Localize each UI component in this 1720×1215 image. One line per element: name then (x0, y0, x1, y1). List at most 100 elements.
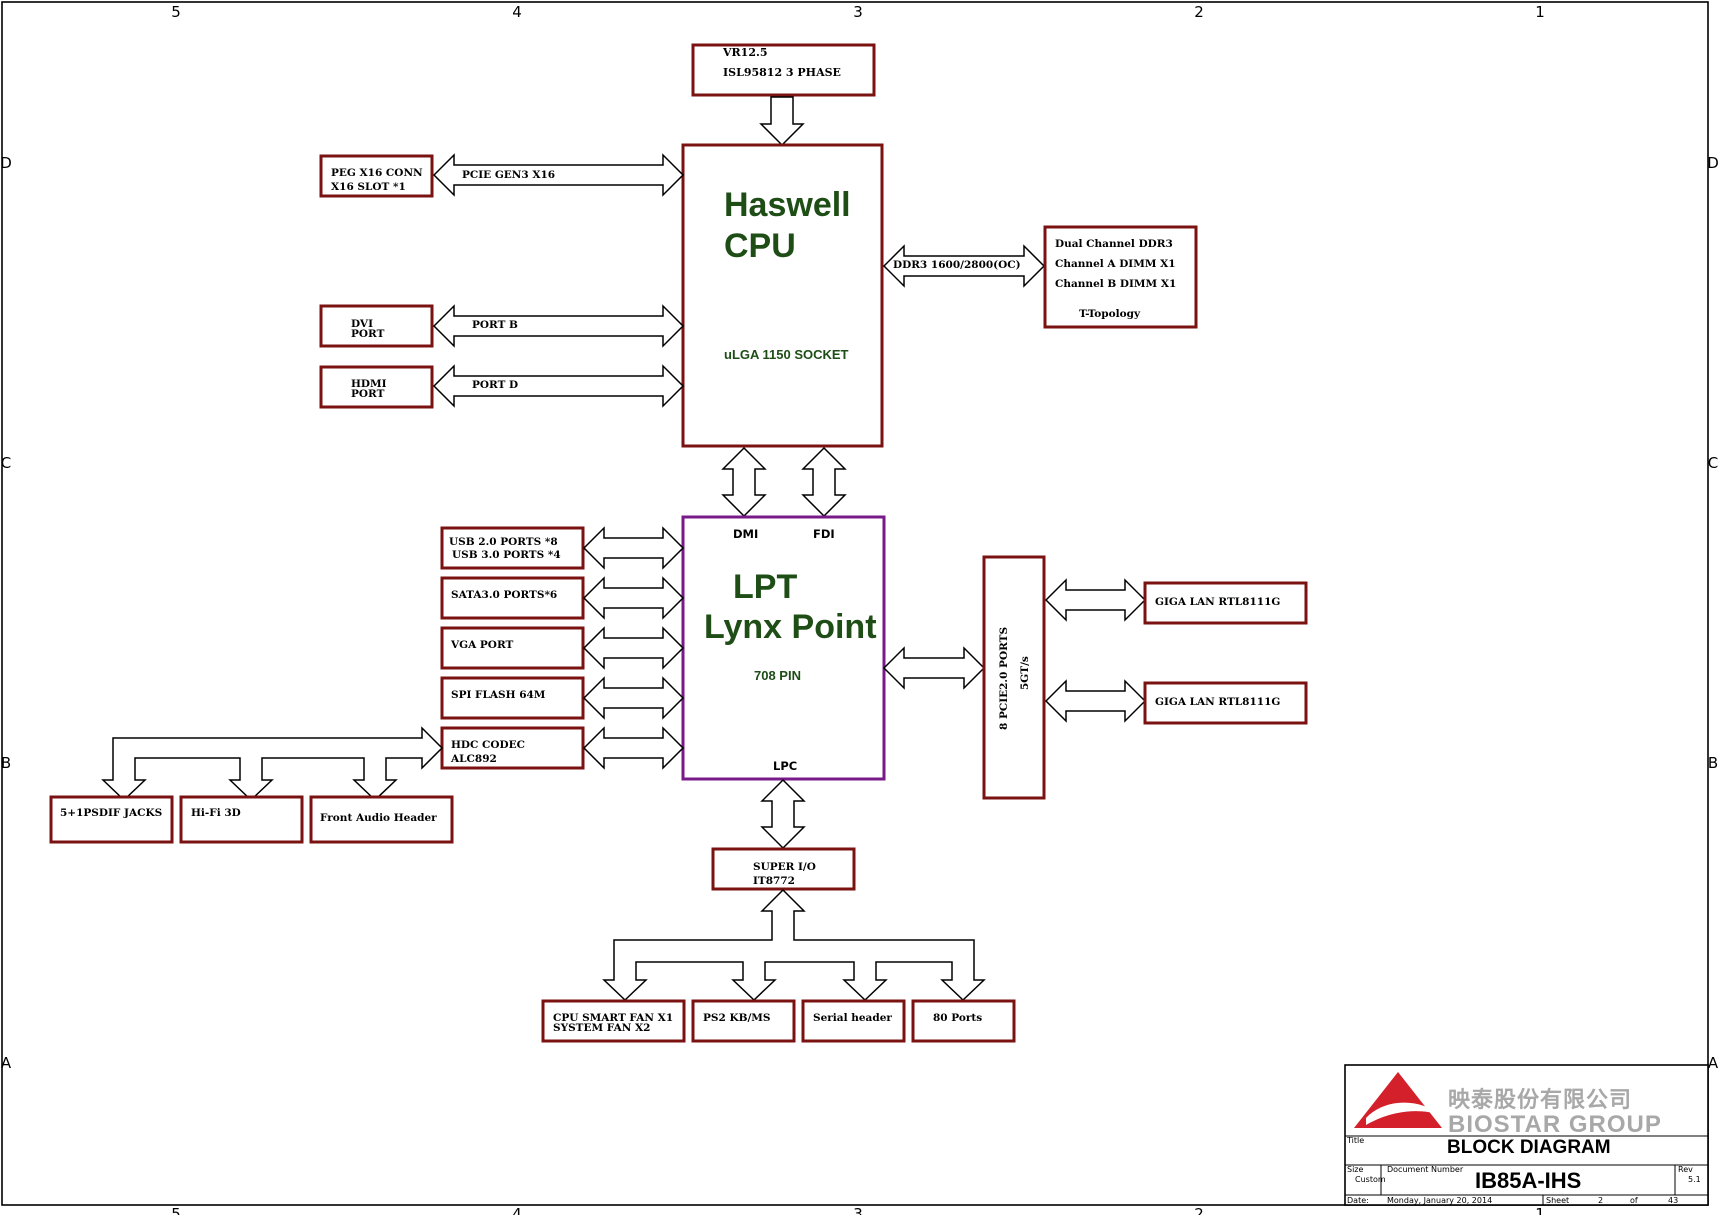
serial-box (801, 999, 906, 1043)
grid-col-1-top: 1 (1535, 3, 1545, 21)
sio-line1: SUPER I/O (753, 861, 816, 873)
logo-en: BIOSTAR GROUP (1448, 1111, 1662, 1138)
fdi-arrow (801, 446, 847, 518)
grid-row-a-left: A (1, 1054, 12, 1072)
grid-row-d-right: D (1707, 154, 1719, 172)
vr-line1: VR12.5 (722, 46, 767, 59)
hdc-pch-arrow (582, 726, 685, 770)
pch-box (681, 515, 886, 781)
sata-label: SATA3.0 PORTS*6 (451, 589, 557, 601)
title-label: Title (1346, 1136, 1364, 1145)
docnum-label: Document Number (1387, 1165, 1464, 1174)
peg-cpu-arrow (432, 153, 685, 197)
of-label: of (1630, 1196, 1638, 1205)
pcie-line1: 8 PCIE2.0 PORTS (998, 627, 1010, 730)
dvi-line2: PORT (351, 328, 385, 340)
hdmi-line2: PORT (351, 388, 385, 400)
size-value: Custom (1355, 1175, 1386, 1184)
peg-line2: X16 SLOT *1 (331, 181, 406, 193)
logo-cn: 映泰股份有限公司 (1448, 1087, 1632, 1113)
lpc-sio-arrow (760, 778, 806, 850)
hdmi-cpu-arrow (432, 364, 685, 408)
hifi-label: Hi-Fi 3D (191, 807, 241, 819)
grid-col-2-top: 2 (1194, 3, 1204, 21)
ddr-link-label: DDR3 1600/2800(OC) (893, 259, 1021, 271)
hdmi-link-label: PORT D (472, 379, 518, 391)
port80-box (911, 999, 1016, 1043)
fan-line1: CPU SMART FAN X1 (553, 1012, 673, 1024)
fan-line2: SYSTEM FAN X2 (553, 1022, 650, 1034)
size-label: Size (1347, 1165, 1364, 1174)
vr-box (691, 43, 876, 97)
grid-row-c-left: C (1, 454, 11, 472)
hdmi-box (319, 365, 434, 409)
date-value: Monday, January 20, 2014 (1387, 1196, 1492, 1205)
lan1-label: GIGA LAN RTL8111G (1155, 596, 1280, 608)
usb-pch-arrow (582, 526, 685, 570)
peg-link-label: PCIE GEN3 X16 (462, 169, 555, 181)
grid-col-5-top: 5 (171, 3, 181, 21)
ddr-line3: Channel B DIMM X1 (1055, 278, 1176, 290)
pch-title-1: LPT (733, 568, 797, 606)
psdif-box (49, 795, 174, 844)
sio-line2: IT8772 (753, 875, 795, 887)
spi-box (440, 676, 585, 720)
lan2-box (1143, 681, 1308, 725)
rev-value: 5.1 (1688, 1175, 1701, 1184)
sata-box (440, 576, 585, 620)
doc-title: BLOCK DIAGRAM (1447, 1137, 1611, 1158)
cpu-title-1: Haswell (724, 186, 851, 224)
cpu-title-2: CPU (724, 227, 796, 265)
serial-label: Serial header (813, 1012, 892, 1024)
usb-line2: USB 3.0 PORTS *4 (452, 549, 561, 561)
front-audio-label: Front Audio Header (320, 812, 437, 824)
rev-label: Rev (1678, 1165, 1693, 1174)
grid-col-5-bottom: 5 (171, 1205, 181, 1215)
lan1-box (1143, 581, 1308, 625)
psdif-label: 5+1PSDIF JACKS (60, 807, 162, 819)
grid-row-c-right: C (1708, 454, 1718, 472)
pcie-box (982, 555, 1046, 800)
pch-pcie-arrow (882, 646, 986, 690)
ps2-box (691, 999, 796, 1043)
hdc-line2: ALC892 (450, 753, 497, 765)
vr-to-cpu-arrow (759, 96, 805, 147)
sheet-value: 2 (1598, 1196, 1603, 1205)
vga-pch-arrow (582, 626, 685, 670)
pch-dmi-label: DMI (733, 527, 758, 541)
hdc-line1: HDC CODEC (451, 739, 525, 751)
grid-col-3-top: 3 (853, 3, 863, 21)
ddr-box (1043, 225, 1198, 329)
hifi-box (179, 795, 304, 844)
spi-pch-arrow (582, 676, 685, 720)
sio-box (711, 847, 856, 891)
lan2-label: GIGA LAN RTL8111G (1155, 696, 1280, 708)
fan-box (541, 999, 686, 1043)
peg-line1: PEG X16 CONN (331, 167, 423, 179)
sheet-label: Sheet (1546, 1196, 1569, 1205)
hdmi-line1: HDMI (351, 378, 387, 390)
docnum-value: IB85A-IHS (1475, 1168, 1581, 1193)
dvi-box (319, 304, 434, 348)
pcie-lan1-arrow (1044, 578, 1147, 622)
dmi-arrow (721, 446, 767, 518)
spi-label: SPI FLASH 64M (451, 689, 546, 701)
dvi-link-label: PORT B (472, 319, 518, 331)
grid-col-2-bottom: 2 (1194, 1205, 1204, 1215)
cpu-socket: uLGA 1150 SOCKET (724, 347, 849, 362)
ddr-line4: T-Topology (1079, 308, 1141, 320)
grid-col-1-bottom: 1 (1535, 1205, 1545, 1215)
ddr-line1: Dual Channel DDR3 (1055, 238, 1173, 250)
grid-col-3-bottom: 3 (853, 1205, 863, 1215)
usb-line1: USB 2.0 PORTS *8 (449, 536, 558, 548)
biostar-logo: 映泰股份有限公司 BIOSTAR GROUP (1354, 1072, 1662, 1138)
grid-row-d-left: D (0, 154, 12, 172)
title-block: 映泰股份有限公司 BIOSTAR GROUP Title BLOCK DIAGR… (1344, 1064, 1709, 1206)
pch-title-2: Lynx Point (704, 608, 877, 646)
pch-fdi-label: FDI (813, 527, 835, 541)
usb-box (440, 526, 585, 570)
pcie-line2: 5GT/s (1019, 656, 1031, 690)
port80-label: 80 Ports (933, 1012, 982, 1024)
